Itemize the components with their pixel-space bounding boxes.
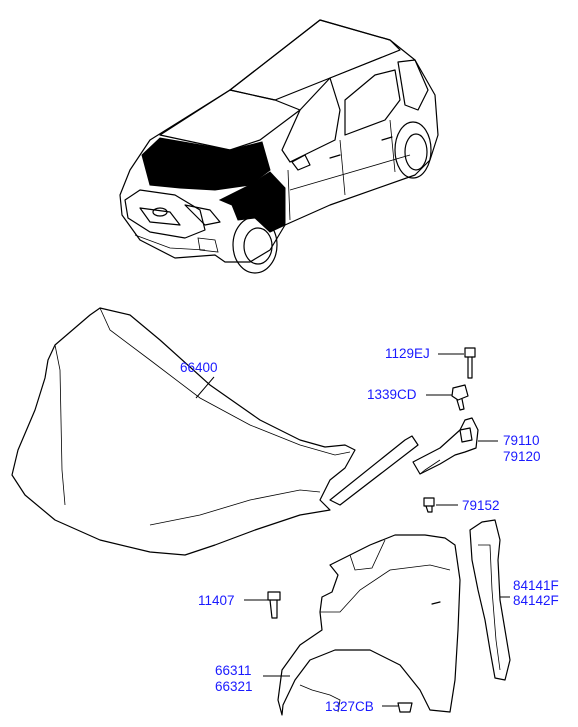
car-fender-highlight — [218, 171, 286, 233]
label-hinge-nut: 1339CD — [367, 387, 417, 402]
leader-lines — [195, 353, 510, 707]
part-labels: 66400 1129EJ 1339CD 79110 79120 79152 11… — [180, 346, 559, 714]
label-clip: 1327CB — [325, 699, 374, 714]
label-fender-rh: 66321 — [215, 679, 253, 694]
car-illustration — [119, 19, 439, 274]
label-bracket-lh: 84141F — [513, 578, 559, 593]
label-hood: 66400 — [180, 360, 218, 375]
label-bracket-rh: 84142F — [513, 593, 559, 608]
car-hood-highlight — [141, 137, 271, 191]
label-hinge-lh: 79110 — [503, 433, 540, 448]
label-hinge-rh: 79120 — [503, 449, 541, 464]
label-hinge-screw: 79152 — [462, 498, 500, 513]
label-fender-bolt: 11407 — [198, 593, 235, 608]
label-hinge-bolt: 1129EJ — [385, 346, 430, 361]
hood-panel — [11, 307, 419, 556]
label-fender-lh: 66311 — [215, 663, 252, 678]
fender-panel — [267, 519, 511, 716]
hinge-assembly — [412, 347, 479, 513]
